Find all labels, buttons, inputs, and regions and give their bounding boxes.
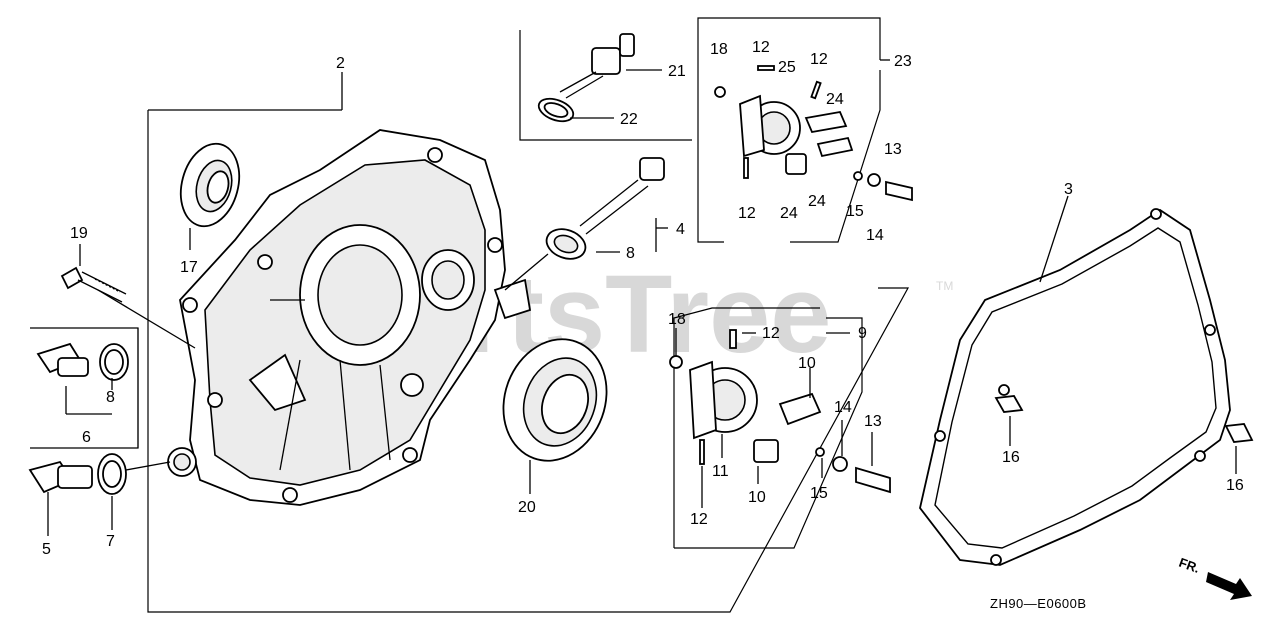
- oil-seal[interactable]: [172, 137, 248, 233]
- callout-16a: 16: [1002, 449, 1020, 466]
- oil-filler-gauge[interactable]: [504, 157, 665, 291]
- callout-2: 2: [336, 55, 345, 72]
- frame-lines: [30, 17, 910, 613]
- callout-5: 5: [42, 541, 51, 558]
- callout-8a: 8: [626, 245, 635, 262]
- dowel-pin-16a[interactable]: [994, 395, 1024, 413]
- callout-6: 6: [82, 429, 91, 446]
- callout-13b: 13: [864, 413, 882, 430]
- front-label: FR.: [1177, 555, 1202, 576]
- callout-14a: 14: [866, 227, 884, 244]
- callout-4: 4: [676, 221, 685, 238]
- callout-11: 11: [712, 463, 729, 480]
- crankcase-cover[interactable]: [167, 129, 532, 506]
- callout-21: 21: [668, 63, 686, 80]
- callout-12b: 12: [810, 51, 828, 68]
- callout-15b: 15: [810, 485, 828, 502]
- leader-lines: [47, 59, 1237, 536]
- oil-level-switch[interactable]: [536, 33, 635, 126]
- front-direction-arrow: FR.: [1177, 555, 1252, 600]
- callout-15a: 15: [846, 203, 864, 220]
- ball-bearing[interactable]: [487, 325, 623, 476]
- governor-assembly-upper[interactable]: [714, 65, 913, 202]
- callout-16b: 16: [1226, 477, 1244, 494]
- callout-9: 9: [858, 325, 867, 342]
- callout-18a: 18: [710, 41, 728, 58]
- callout-12d: 12: [762, 325, 780, 342]
- callout-14b: 14: [834, 399, 852, 416]
- drain-plug[interactable]: [28, 453, 171, 495]
- oil-filler-cap[interactable]: [36, 342, 129, 381]
- callout-10b: 10: [748, 489, 766, 506]
- crankcase-gasket[interactable]: [919, 208, 1231, 566]
- watermark-trademark: TM: [936, 279, 953, 293]
- callout-3: 3: [1064, 181, 1073, 198]
- callout-7: 7: [106, 533, 115, 550]
- callout-19: 19: [70, 225, 88, 242]
- callout-13a: 13: [884, 141, 902, 158]
- callout-8b: 8: [106, 389, 115, 406]
- callouts: 2 3 4 5 6 7 8 8 9 10 10 11 12 12 12 12 1…: [42, 39, 1244, 558]
- drawing-code: ZH90—E0600B: [990, 596, 1087, 611]
- callout-12e: 12: [690, 511, 708, 528]
- dowel-pin-16b[interactable]: [1224, 423, 1254, 443]
- callout-10a: 10: [798, 355, 816, 372]
- callout-24c: 24: [780, 205, 798, 222]
- callout-24b: 24: [808, 193, 826, 210]
- callout-12c: 12: [738, 205, 756, 222]
- callout-25: 25: [778, 59, 796, 76]
- callout-18b: 18: [668, 311, 686, 328]
- callout-20: 20: [518, 499, 536, 516]
- callout-23: 23: [894, 53, 912, 70]
- flange-bolt[interactable]: [60, 266, 196, 349]
- callout-17: 17: [180, 259, 198, 276]
- callout-12a: 12: [752, 39, 770, 56]
- governor-assembly-lower[interactable]: [669, 329, 891, 494]
- callout-22: 22: [620, 111, 638, 128]
- callout-24a: 24: [826, 91, 844, 108]
